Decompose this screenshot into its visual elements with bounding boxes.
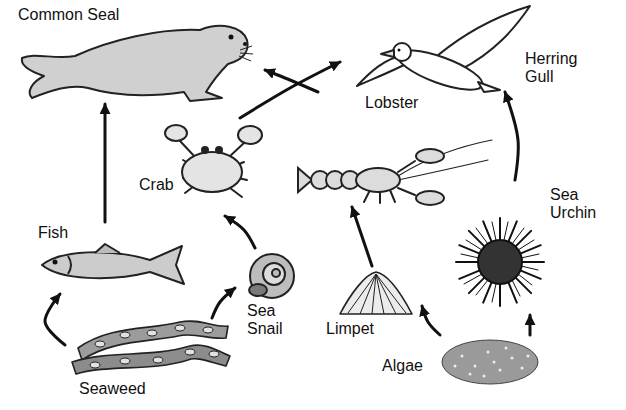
gull-picture: [357, 6, 530, 98]
organism-node: Limpet: [322, 266, 422, 344]
algae-picture: [442, 340, 538, 384]
organism-node: Sea Snail: [235, 248, 307, 348]
lobster-picture: [298, 140, 492, 205]
food-arrow: [265, 70, 318, 92]
food-arrow: [529, 315, 532, 335]
food-arrow: [422, 306, 440, 335]
organism-name: Crab: [139, 176, 282, 194]
organism-node: Seaweed: [65, 318, 251, 406]
crab-picture: [165, 125, 262, 197]
food-arrow: [212, 288, 235, 318]
organism-name: Sea Snail: [247, 302, 295, 338]
organism-name: Lobster: [365, 94, 579, 112]
food-arrow: [45, 294, 65, 345]
organism-node: Fish: [32, 222, 202, 294]
urchin-picture: [456, 218, 544, 306]
organism-node: Algae: [378, 335, 551, 390]
organism-name: Common Seal: [18, 6, 271, 24]
organism-node: Herring Gull: [340, 2, 590, 92]
organism-node: Crab: [135, 118, 278, 216]
organism-node: Lobster: [300, 92, 514, 207]
food-arrow: [225, 216, 255, 248]
organism-name: Sea Urchin: [550, 186, 612, 222]
organism-name: Seaweed: [79, 380, 265, 398]
fish-picture: [42, 244, 184, 284]
limpet-picture: [340, 272, 412, 314]
seal-picture: [22, 26, 253, 101]
organism-name: Limpet: [326, 320, 426, 338]
organism-name: Algae: [382, 357, 555, 375]
seaweed-picture: [72, 321, 230, 374]
food-arrow: [240, 62, 340, 118]
snail-picture: [249, 254, 294, 298]
organism-name: Fish: [38, 224, 208, 242]
food-arrow: [352, 207, 372, 266]
organism-node: Common Seal: [12, 4, 265, 104]
food-arrow: [104, 104, 107, 222]
organism-name: Herring Gull: [525, 50, 585, 86]
organism-node: Sea Urchin: [455, 180, 620, 315]
food-arrow: [505, 92, 518, 180]
